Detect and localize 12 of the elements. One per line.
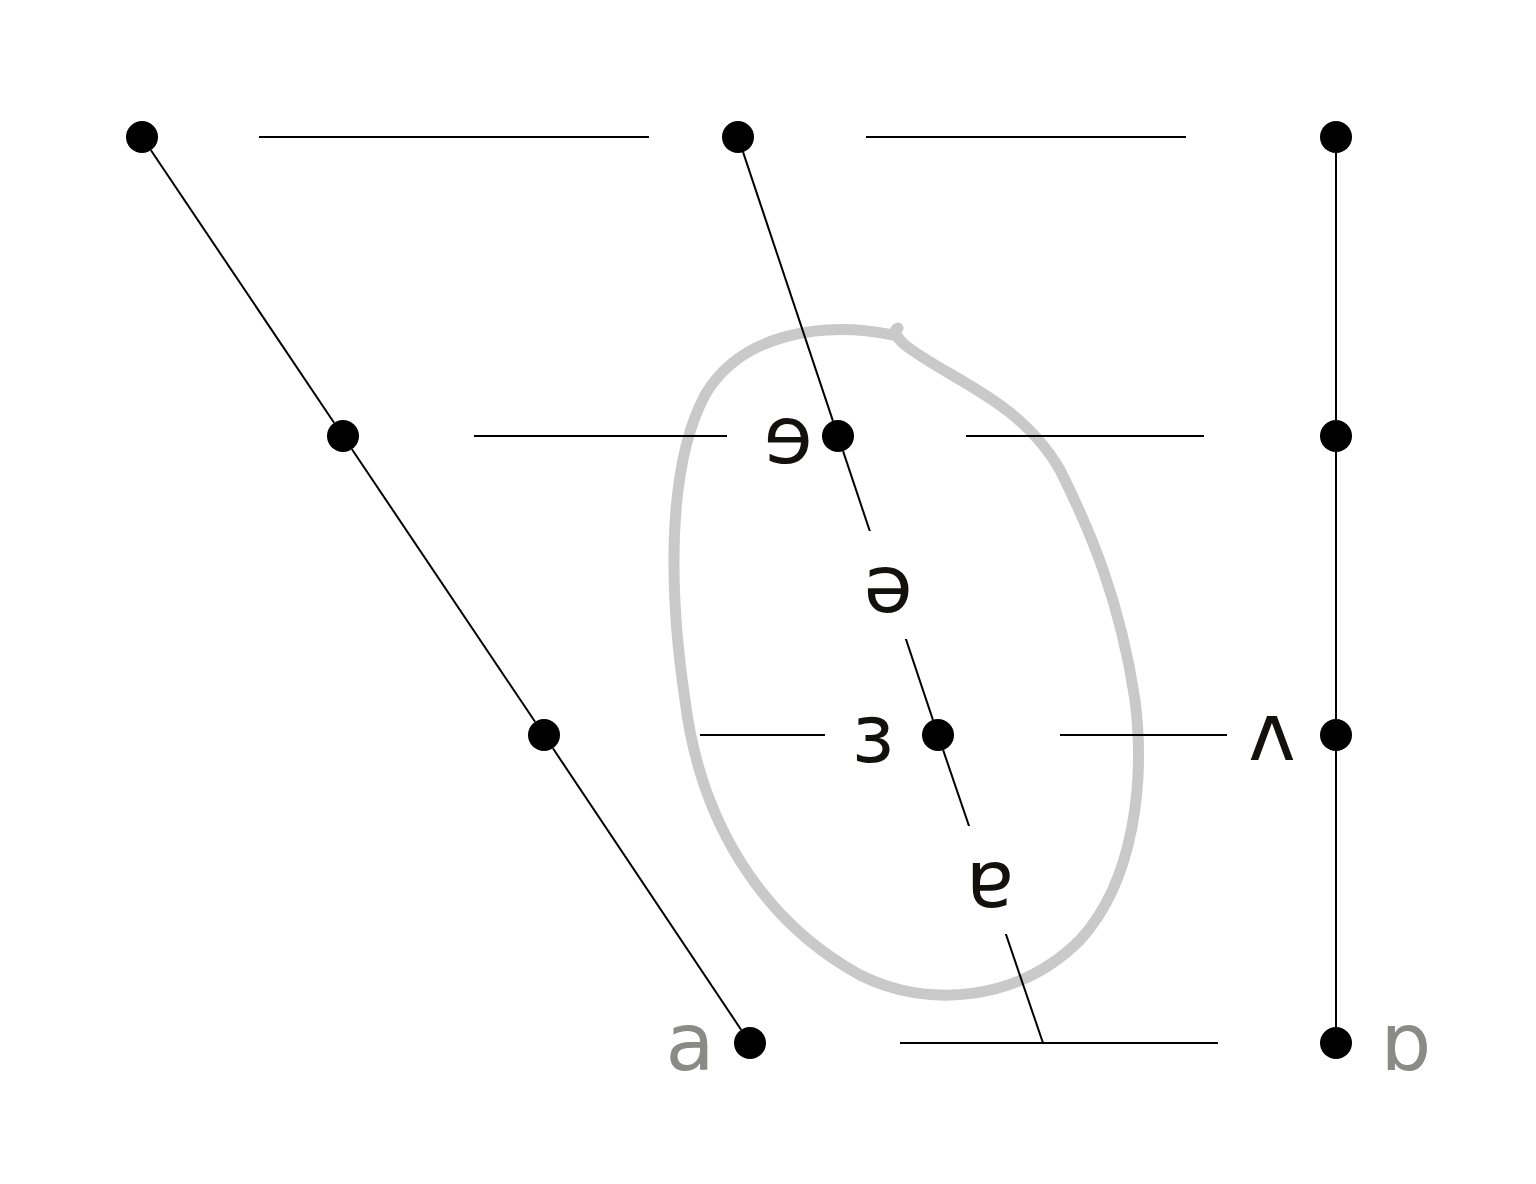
connector-line <box>742 151 834 422</box>
connector-line <box>350 448 537 723</box>
connector-line <box>1335 451 1337 720</box>
vowel-symbol: ʌ <box>1248 693 1296 773</box>
vowel-symbol: ɜ <box>851 695 895 775</box>
connector-line <box>1335 750 1337 1028</box>
connector-line <box>149 149 336 424</box>
vowel-symbol: ɒ <box>1380 1003 1432 1083</box>
vowel-symbol: a <box>665 1003 715 1083</box>
connector-line <box>551 747 743 1031</box>
vowel-symbol: ɘ <box>763 396 813 476</box>
connector-line <box>1335 152 1337 421</box>
